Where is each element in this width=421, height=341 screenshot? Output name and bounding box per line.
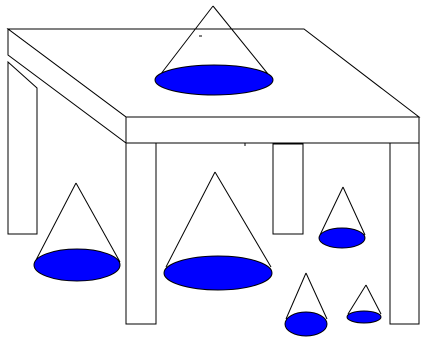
cone-tiny-bottom-right-base — [347, 311, 381, 323]
cone-on-table-base — [155, 65, 273, 95]
table-leg-back-left — [8, 62, 37, 234]
cone-center-floor-left-side — [166, 172, 215, 267]
table-leg-back-right — [273, 144, 303, 234]
cone-center-floor — [164, 172, 272, 290]
table-leg-back-right-face — [273, 144, 303, 234]
table-leg-front-right — [390, 143, 419, 324]
table-leg-back-left-front-face — [8, 62, 37, 234]
cone-tiny-bottom-right-right-side — [366, 285, 381, 314]
cone-right-upper — [319, 187, 365, 248]
table-leg-front-left-face — [126, 143, 156, 324]
cone-center-floor-right-side — [215, 172, 271, 267]
table-top-front-edge — [126, 117, 419, 143]
cone-center-floor-base — [164, 256, 272, 290]
cone-left-floor — [34, 183, 120, 281]
cone-tiny-bottom-right-left-side — [348, 285, 366, 314]
table-leg-front-left — [126, 143, 156, 324]
table-leg-front-right-face — [390, 143, 419, 324]
cone-small-bottom — [285, 273, 327, 336]
cone-tiny-bottom-right — [347, 285, 381, 323]
cone-left-floor-base — [34, 249, 120, 281]
cone-right-upper-base — [319, 228, 365, 248]
cone-small-bottom-base — [285, 312, 327, 336]
